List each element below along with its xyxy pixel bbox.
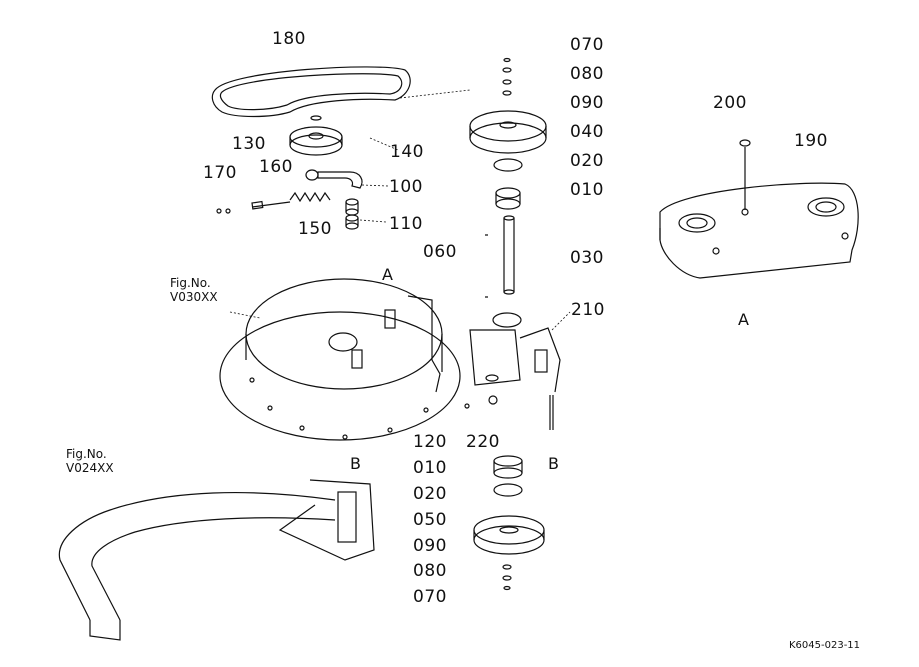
top-pulley-stack-drawing xyxy=(469,57,547,210)
label-070-bottom: 070 xyxy=(413,587,447,607)
label-020-top: 020 xyxy=(570,151,604,171)
fig-ref-v030: Fig.No. V030XX xyxy=(170,276,218,304)
label-080-top: 080 xyxy=(570,64,604,84)
mounting-frame-drawing xyxy=(58,479,375,641)
label-160: 160 xyxy=(259,157,293,177)
leader-lines xyxy=(229,89,571,331)
label-060: 060 xyxy=(423,242,457,262)
label-080-bottom: 080 xyxy=(413,561,447,581)
label-090-top: 090 xyxy=(570,93,604,113)
cover-190-drawing xyxy=(659,139,859,279)
shaft-030-drawing xyxy=(485,215,515,298)
idler-arm-100-drawing xyxy=(305,169,363,230)
label-030: 030 xyxy=(570,248,604,268)
drawing-code: K6045-023-11 xyxy=(789,640,861,651)
label-140: 140 xyxy=(390,142,424,162)
label-100: 100 xyxy=(389,177,423,197)
label-050: 050 xyxy=(413,510,447,530)
label-130: 130 xyxy=(232,134,266,154)
fig-ref-v030-line1: Fig.No. xyxy=(170,276,211,290)
view-marker-a-main: A xyxy=(382,265,394,284)
deck-plate-drawing xyxy=(219,278,461,441)
view-marker-b-frame: B xyxy=(350,454,362,473)
fig-ref-v024-line1: Fig.No. xyxy=(66,447,107,461)
label-090-bottom: 090 xyxy=(413,536,447,556)
label-070-top: 070 xyxy=(570,35,604,55)
label-040: 040 xyxy=(570,122,604,142)
label-180: 180 xyxy=(272,29,306,49)
label-210: 210 xyxy=(571,300,605,320)
label-190: 190 xyxy=(794,131,828,151)
belt-180-drawing xyxy=(211,66,411,118)
fig-ref-v024-line2: V024XX xyxy=(66,461,114,475)
label-150: 150 xyxy=(298,219,332,239)
view-marker-a-detail: A xyxy=(738,310,750,329)
fig-ref-v024: Fig.No. V024XX xyxy=(66,447,114,475)
label-120: 120 xyxy=(413,432,447,452)
label-170: 170 xyxy=(203,163,237,183)
spring-150-drawing xyxy=(216,191,331,214)
label-010-top: 010 xyxy=(570,180,604,200)
small-pulley-130-drawing xyxy=(289,115,343,156)
bottom-pulley-stack-drawing xyxy=(473,455,545,591)
bracket-210-drawing xyxy=(464,312,561,430)
label-020-bottom: 020 xyxy=(413,484,447,504)
view-marker-b-pulley: B xyxy=(548,454,560,473)
label-010-bottom: 010 xyxy=(413,458,447,478)
label-200: 200 xyxy=(713,93,747,113)
label-220: 220 xyxy=(466,432,500,452)
fig-ref-v030-line2: V030XX xyxy=(170,290,218,304)
label-110: 110 xyxy=(389,214,423,234)
